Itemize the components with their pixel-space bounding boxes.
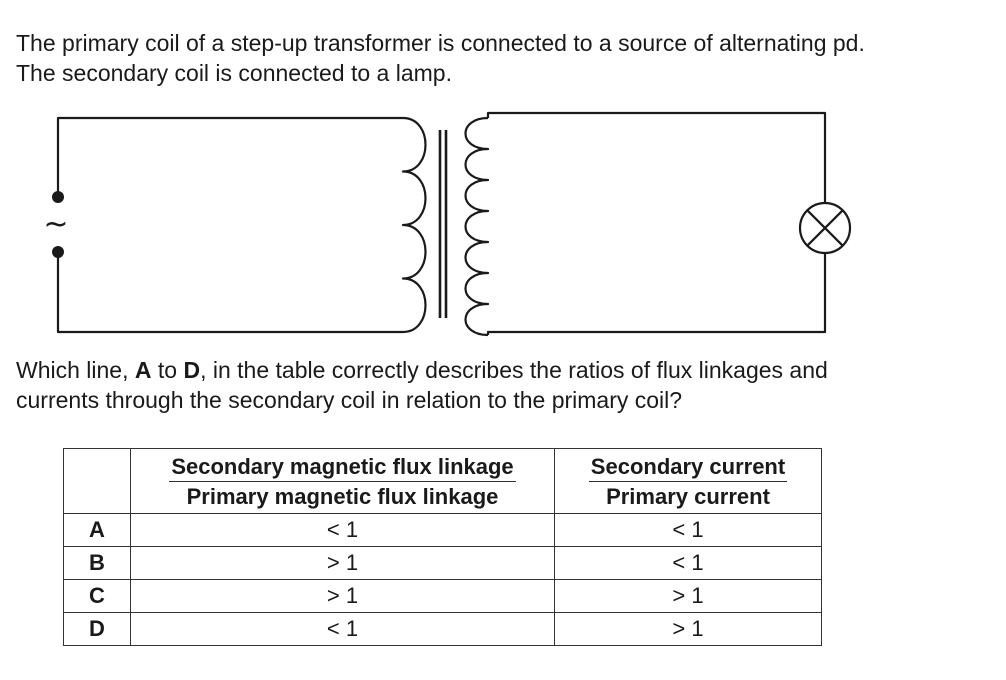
flux-numerator: Secondary magnetic flux linkage xyxy=(169,452,516,482)
row-letter: C xyxy=(63,579,131,613)
row-flux: > 1 xyxy=(130,546,555,580)
row-flux: < 1 xyxy=(130,513,555,547)
table-row[interactable]: B > 1 < 1 xyxy=(63,546,822,580)
row-current: > 1 xyxy=(554,612,822,646)
row-flux: > 1 xyxy=(130,579,555,613)
row-letter: B xyxy=(63,546,131,580)
intro-line-1: The primary coil of a step-up transforme… xyxy=(16,30,865,56)
transformer-circuit-diagram: ~ xyxy=(43,111,852,337)
row-current: > 1 xyxy=(554,579,822,613)
header-blank xyxy=(63,448,131,514)
row-current: < 1 xyxy=(554,513,822,547)
current-denominator: Primary current xyxy=(606,483,770,509)
table-row[interactable]: D < 1 > 1 xyxy=(63,612,822,646)
row-letter: D xyxy=(63,612,131,646)
row-flux: < 1 xyxy=(130,612,555,646)
primary-wire-bottom xyxy=(56,252,403,334)
prompt-text: to xyxy=(151,357,184,383)
lamp-icon xyxy=(798,201,852,255)
row-letter: A xyxy=(63,513,131,547)
table-row[interactable]: C > 1 > 1 xyxy=(63,579,822,613)
ac-source-icon: ~ xyxy=(43,191,69,258)
prompt-line-2: currents through the secondary coil in r… xyxy=(16,387,683,413)
prompt-text: , in the table correctly describes the r… xyxy=(200,357,828,383)
prompt-letter-d: D xyxy=(183,357,201,383)
flux-denominator: Primary magnetic flux linkage xyxy=(186,483,499,509)
secondary-wire-top xyxy=(486,111,827,203)
primary-coil xyxy=(401,116,427,334)
current-numerator: Secondary current xyxy=(588,452,788,482)
row-current: < 1 xyxy=(554,546,822,580)
primary-wire xyxy=(56,116,403,196)
prompt-text: Which line, xyxy=(16,357,135,383)
prompt-letter-a: A xyxy=(134,357,152,383)
secondary-coil xyxy=(464,116,490,337)
question-prompt: Which line, A to D, in the table correct… xyxy=(16,355,828,415)
secondary-wire-bottom xyxy=(486,253,827,335)
question-intro: The primary coil of a step-up transforme… xyxy=(16,28,865,88)
table-row[interactable]: A < 1 < 1 xyxy=(63,513,822,547)
intro-line-2: The secondary coil is connected to a lam… xyxy=(16,60,452,86)
ac-symbol: ~ xyxy=(43,207,68,242)
